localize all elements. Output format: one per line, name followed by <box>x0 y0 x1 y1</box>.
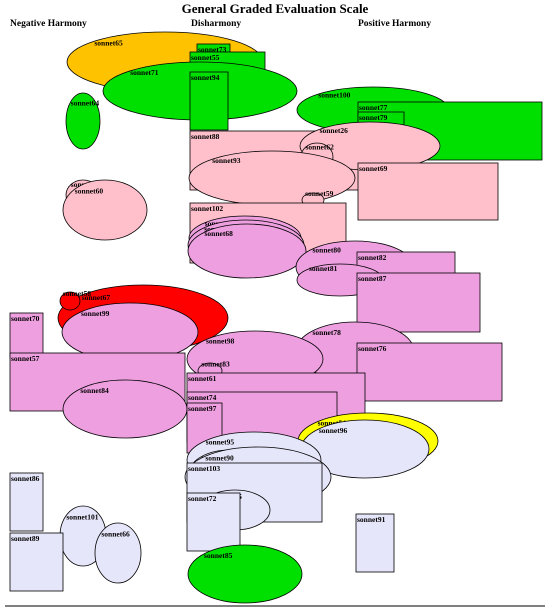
sonnet79-label: sonnet79 <box>359 113 388 122</box>
sonnet77-label: sonnet77 <box>359 103 388 112</box>
sonnet84-label: sonnet84 <box>80 386 109 395</box>
sonnet71-label: sonnet71 <box>130 68 159 77</box>
sonnet61-label: sonnet61 <box>188 374 217 383</box>
column-header-negative: Negative Harmony <box>10 19 87 29</box>
sonnet70-shape <box>9 312 44 359</box>
sonnet80-label: sonnet80 <box>313 246 342 255</box>
sonnet54-label: sonnet54 <box>318 419 347 428</box>
sonnet83-label: sonnet83 <box>201 360 230 369</box>
sonnet87-shape <box>356 272 481 333</box>
sonnet62-label: sonnet62 <box>306 142 335 151</box>
sonnet64-shape <box>65 92 101 150</box>
sonnet66-label: sonnet66 <box>101 530 130 539</box>
sonnet55-label: sonnet55 <box>191 53 220 62</box>
sonnet64-label: sonnet64 <box>71 99 100 108</box>
sonnet73-label: sonnet73 <box>198 45 227 54</box>
sonnet69-shape <box>357 162 499 221</box>
sonnet60-label: sonnet60 <box>75 187 104 196</box>
sonnet78-label: sonnet78 <box>313 328 342 337</box>
sonnet94-shape <box>189 71 229 131</box>
sonnet94-label: sonnet94 <box>191 73 220 82</box>
sonnet57-label: sonnet57 <box>11 354 40 363</box>
column-header-disharmony: Disharmony <box>191 19 241 29</box>
sonnet87-label: sonnet87 <box>358 274 387 283</box>
sonnet65-label: sonnet65 <box>94 39 123 48</box>
sonnet91-shape <box>355 513 395 573</box>
sonnet82-label: sonnet82 <box>358 253 387 262</box>
sonnet85-shape <box>187 544 303 604</box>
sonnet90-label: sonnet90 <box>205 454 234 463</box>
sonnet67-label: sonnet67 <box>82 293 111 302</box>
sonnet58-shape <box>59 291 81 311</box>
sonnet91-label: sonnet91 <box>357 515 386 524</box>
sonnet68-label: sonnet68 <box>205 229 234 238</box>
sonnet96-label: sonnet96 <box>319 426 348 435</box>
sonnet72-label: sonnet72 <box>188 494 217 503</box>
sonnet98-label: sonnet98 <box>206 337 235 346</box>
sonnet102-label: sonnet102 <box>191 204 223 213</box>
sonnet58-label: sonnet58 <box>63 289 92 298</box>
diagram-title: General Graded Evaluation Scale <box>182 1 369 16</box>
column-header-positive: Positive Harmony <box>358 19 431 29</box>
sonnet103-label: sonnet103 <box>188 464 220 473</box>
sonnet88-label: sonnet88 <box>191 132 220 141</box>
sonnet89-shape <box>9 532 64 592</box>
sonnet76-label: sonnet76 <box>358 344 387 353</box>
sonnet26-label: sonnet26 <box>320 126 349 135</box>
sonnet89-label: sonnet89 <box>11 534 40 543</box>
sonnet100-label: sonnet100 <box>318 90 350 99</box>
sonnet60-shape <box>62 179 148 241</box>
sonnet86-shape <box>9 472 44 532</box>
sonnet95-label: sonnet95 <box>206 438 235 447</box>
sonnet93-label: sonnet93 <box>212 156 241 165</box>
sonnet66-shape <box>94 522 142 584</box>
sonnet97-label: sonnet97 <box>188 404 217 413</box>
sonnet81-label: sonnet81 <box>309 264 338 273</box>
sonnet69-label: sonnet69 <box>359 164 388 173</box>
sonnet85-label: sonnet85 <box>204 551 233 560</box>
sonnet101-label: sonnet101 <box>66 513 98 522</box>
sonnet72-shape <box>186 492 241 552</box>
sonnet74-label: sonnet74 <box>188 393 217 402</box>
sonnet99-label: sonnet99 <box>81 309 110 318</box>
sonnet59-label: sonnet59 <box>305 189 334 198</box>
sonnet68-shape <box>187 223 307 279</box>
sonnet86-label: sonnet86 <box>11 474 40 483</box>
sonnet76-shape <box>356 342 503 402</box>
sonnet70-label: sonnet70 <box>11 314 40 323</box>
